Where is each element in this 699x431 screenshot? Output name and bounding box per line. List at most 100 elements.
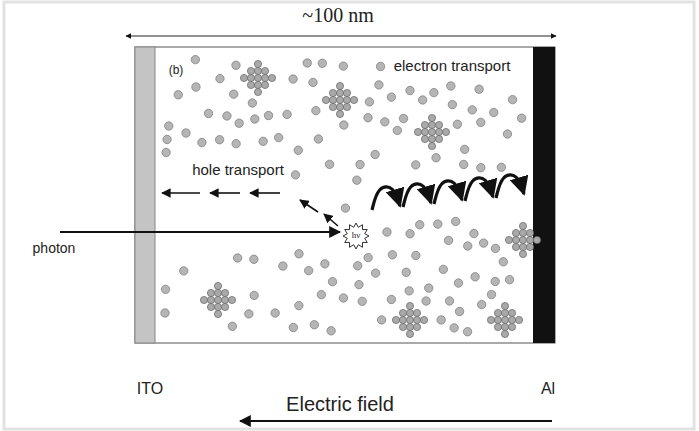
cluster-molecule [336, 103, 343, 110]
cluster-molecule [261, 74, 268, 81]
cluster-molecule [428, 128, 435, 135]
molecule-dot [503, 130, 511, 138]
molecule-dot [161, 309, 169, 317]
molecule-dot [223, 112, 231, 120]
molecule-dot [399, 114, 407, 122]
molecule-dot [341, 204, 349, 212]
hole-arrow [324, 214, 338, 226]
molecule-dot [416, 221, 424, 229]
molecule-dot [235, 119, 243, 127]
exciton-burst [343, 223, 369, 249]
molecule-dot [477, 164, 485, 172]
electron-hop [465, 178, 493, 201]
molecule-dot [340, 121, 348, 129]
cluster-molecule [214, 282, 221, 289]
molecule-dot [232, 61, 240, 69]
cluster-molecule [254, 74, 261, 81]
cluster-molecule [214, 303, 221, 310]
cluster-molecule [435, 128, 442, 135]
molecule-dot [490, 108, 498, 116]
hole-arrow [300, 200, 318, 212]
molecule-dot [387, 295, 395, 303]
cluster-molecule [428, 114, 435, 121]
cluster-molecule [336, 89, 343, 96]
cluster-molecule [322, 96, 329, 103]
cluster-molecule [268, 74, 275, 81]
molecule-dot [454, 279, 462, 287]
cluster-molecule [254, 88, 261, 95]
cluster-molecule [406, 330, 413, 337]
cluster-molecule [254, 67, 261, 74]
cluster-molecule [261, 81, 268, 88]
cluster-molecule [336, 96, 343, 103]
cluster-molecule [526, 243, 533, 250]
molecule-dots [161, 55, 526, 335]
cluster-molecule [329, 96, 336, 103]
molecule-dot [479, 239, 487, 247]
molecule-dot [216, 74, 224, 82]
molecule-dot [180, 267, 188, 275]
cluster-molecule [399, 323, 406, 330]
molecule-dot [364, 253, 372, 261]
thickness-dimension [126, 36, 556, 37]
molecule-dot [450, 324, 458, 332]
cluster-molecule [221, 289, 228, 296]
cluster-molecule [406, 302, 413, 309]
molecule-dot [406, 230, 414, 238]
molecule-dot [508, 95, 516, 103]
cluster-molecule [508, 316, 515, 323]
cluster-molecule [526, 229, 533, 236]
cluster-molecule [519, 243, 526, 250]
cluster-molecule [494, 309, 501, 316]
cluster-molecule [343, 89, 350, 96]
molecule-dot [328, 277, 336, 285]
molecule-dot [356, 160, 364, 168]
cluster-molecule [421, 128, 428, 135]
molecule-dot [314, 135, 322, 143]
molecule-dot [259, 137, 267, 145]
molecule-dot [418, 96, 426, 104]
molecule-dot [388, 251, 396, 259]
molecule-dot [377, 316, 385, 324]
cluster-molecule [526, 236, 533, 243]
molecule-dot [402, 268, 410, 276]
photon-arrow [60, 231, 340, 233]
cluster-molecule [200, 296, 207, 303]
cluster-molecule [343, 96, 350, 103]
molecule-dot [295, 301, 303, 309]
molecule-dot [251, 115, 259, 123]
cluster-molecule [228, 296, 235, 303]
molecule-dot [459, 160, 467, 168]
cluster-molecule [413, 323, 420, 330]
cluster-molecule [501, 309, 508, 316]
molecule-dot [204, 109, 212, 117]
process-label: hole transport [192, 162, 284, 179]
molecule-clusters [200, 60, 540, 337]
molecule-dot [491, 244, 499, 252]
cluster-molecule [505, 236, 512, 243]
cluster-molecule [221, 303, 228, 310]
molecule-dot [295, 250, 303, 258]
hole-arrow [210, 192, 240, 194]
cluster-molecule [247, 67, 254, 74]
molecule-dot [339, 294, 347, 302]
molecule-dot [393, 126, 401, 134]
molecule-dot [453, 120, 461, 128]
cluster-molecule [519, 250, 526, 257]
cluster-molecule [254, 81, 261, 88]
cluster-molecule [214, 289, 221, 296]
molecule-dot [191, 55, 199, 63]
molecule-dot [365, 98, 373, 106]
electron-hops [372, 175, 524, 210]
molecule-dot [283, 110, 291, 118]
molecule-dot [491, 277, 499, 285]
molecule-dot [248, 99, 256, 107]
cluster-molecule [207, 303, 214, 310]
cluster-molecule [254, 60, 261, 67]
hole-arrow [162, 192, 200, 194]
cluster-molecule [350, 96, 357, 103]
hole-arrows [162, 193, 338, 226]
cluster-molecule [508, 309, 515, 316]
cluster-molecule [207, 296, 214, 303]
